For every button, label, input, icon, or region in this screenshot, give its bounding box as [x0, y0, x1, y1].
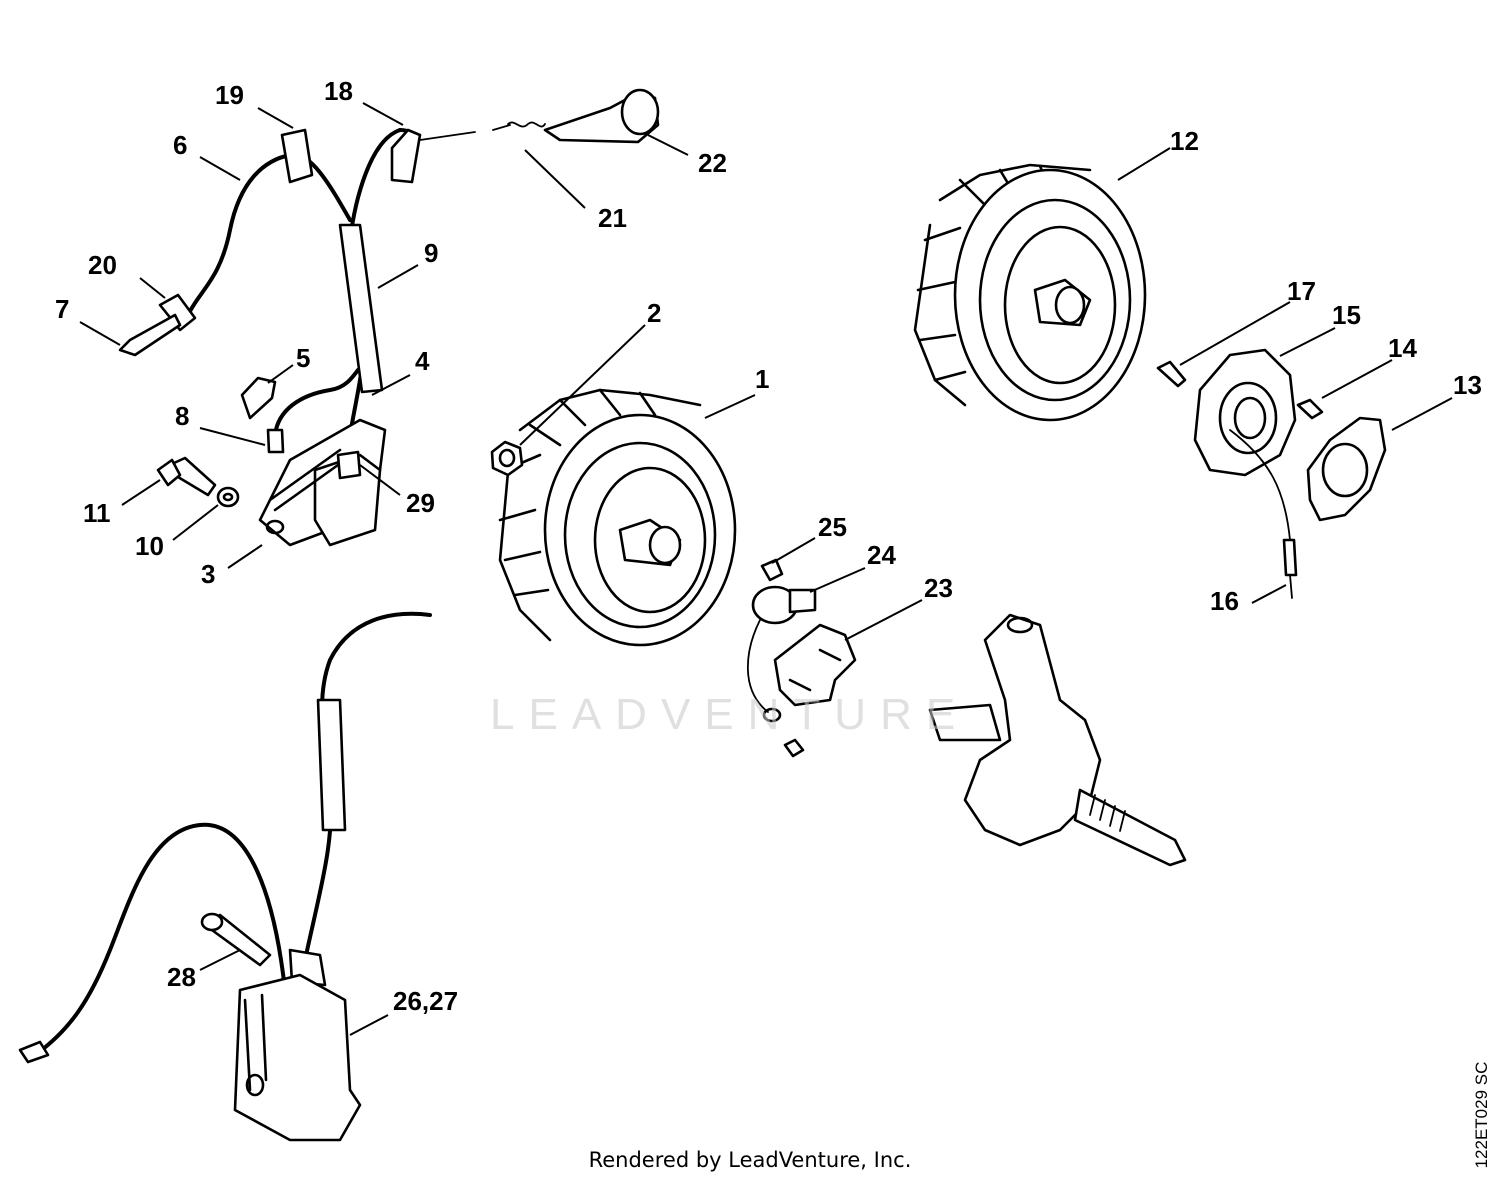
ground-wire-8[interactable]: [240, 368, 360, 454]
nut-2[interactable]: [490, 440, 524, 477]
callout-16: 16: [1210, 586, 1239, 616]
starter-cup-15[interactable]: [1193, 348, 1297, 541]
credit-line: Rendered by LeadVenture, Inc.: [588, 1148, 912, 1172]
callout-29: 29: [406, 488, 435, 518]
electronic-module-26-27[interactable]: [18, 611, 432, 1142]
callout-25: 25: [818, 512, 847, 542]
callout-18: 18: [324, 76, 353, 106]
ignition-lead-parts[interactable]: [390, 88, 660, 184]
callout-14: 14: [1388, 333, 1417, 363]
callout-24: 24: [867, 540, 896, 570]
screw-25[interactable]: [760, 558, 805, 758]
breaker-points-23[interactable]: [773, 623, 857, 707]
callout-17: 17: [1287, 276, 1316, 306]
callout-1: 1: [755, 364, 769, 394]
callout-28: 28: [167, 962, 196, 992]
callout-8: 8: [175, 401, 189, 431]
bolt-28[interactable]: [200, 912, 272, 967]
callout-10: 10: [135, 531, 164, 561]
screw-14[interactable]: [1296, 398, 1324, 420]
callout-22: 22: [698, 148, 727, 178]
condenser-24[interactable]: [747, 585, 817, 723]
callout-12: 12: [1170, 126, 1199, 156]
callout-11: 11: [83, 498, 111, 528]
flywheel-12[interactable]: [913, 163, 1147, 422]
callout-15: 15: [1332, 300, 1361, 330]
crankshaft[interactable]: [928, 613, 1187, 867]
flywheel-1[interactable]: [498, 388, 737, 647]
screw-11[interactable]: [156, 456, 217, 497]
watermark: LEADVENTURE: [490, 690, 970, 739]
callout-23: 23: [924, 573, 953, 603]
callout-2: 2: [647, 298, 661, 328]
callout-3: 3: [201, 559, 215, 589]
leader-lines: [79, 102, 1453, 1036]
callout-26-27: 26,27: [393, 986, 458, 1016]
callout-6: 6: [173, 130, 187, 160]
wire-16[interactable]: [1282, 538, 1298, 599]
diagram-code: 122ET029 SC: [1472, 1061, 1491, 1169]
plate-13[interactable]: [1306, 416, 1387, 522]
callout-9: 9: [424, 238, 438, 268]
washer-10[interactable]: [216, 486, 240, 508]
short-circuit-wire-6[interactable]: [118, 128, 352, 357]
callout-numbers: 1 2 3 4 5 6 7 8 9 10 11 12 13 14 15 16 1…: [55, 76, 1482, 1016]
callout-7: 7: [55, 294, 69, 324]
callout-13: 13: [1453, 370, 1482, 400]
callout-19: 19: [215, 80, 244, 110]
callout-20: 20: [88, 250, 117, 280]
callout-5: 5: [296, 343, 310, 373]
callout-21: 21: [598, 203, 627, 233]
callout-4: 4: [415, 346, 430, 376]
screw-17[interactable]: [1156, 360, 1187, 388]
ignition-module-3[interactable]: [258, 128, 417, 547]
